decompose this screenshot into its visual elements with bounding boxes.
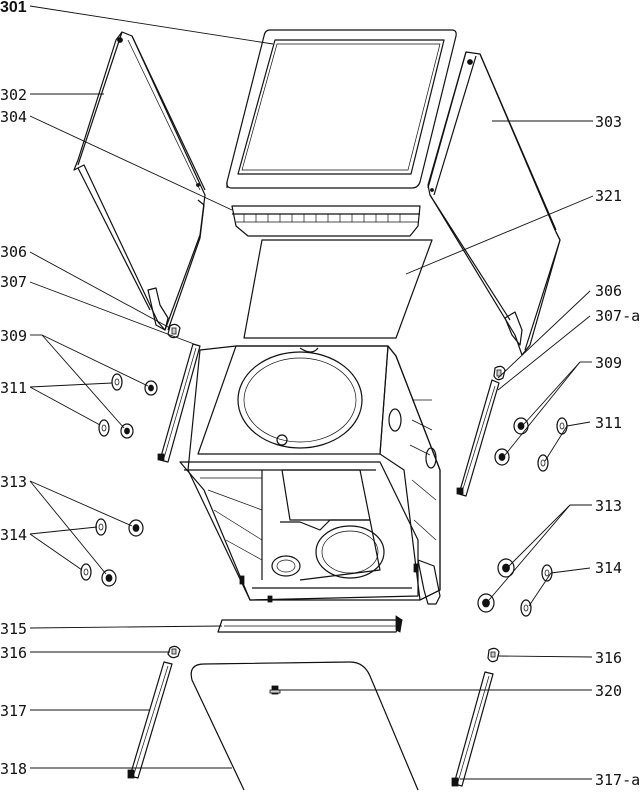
part-311-left	[98, 373, 123, 437]
part-307-strips	[157, 343, 500, 497]
label-313-left: 313	[0, 473, 27, 491]
label-311-right: 311	[595, 414, 622, 432]
label-307: 307	[0, 273, 27, 291]
label-309-right: 309	[595, 354, 622, 372]
label-307-a: 307-a	[595, 307, 640, 325]
part-309-left	[120, 380, 158, 439]
part-315-bar	[217, 615, 403, 633]
label-311-left: 311	[0, 379, 27, 397]
part-303-right-panel	[427, 51, 561, 356]
part-317-strips	[127, 661, 494, 787]
label-321: 321	[595, 187, 622, 205]
part-316-clips	[167, 645, 500, 663]
part-309-right	[494, 417, 529, 466]
main-tub-frame	[179, 345, 441, 605]
label-301: 301	[0, 0, 27, 16]
label-309-left: 309	[0, 327, 27, 345]
part-321-sheet	[243, 239, 433, 339]
label-313-right: 313	[595, 497, 622, 515]
part-301-top-cover	[226, 29, 457, 189]
label-317: 317	[0, 702, 27, 720]
label-303: 303	[595, 113, 622, 131]
leader-lines	[29, 5, 594, 780]
part-306-clips	[167, 323, 506, 381]
part-314-right	[520, 564, 553, 617]
label-314-left: 314	[0, 526, 27, 544]
label-320: 320	[595, 682, 622, 700]
label-302: 302	[0, 86, 27, 104]
label-317-a-bottom: 317-a	[595, 771, 640, 789]
label-304: 304	[0, 108, 27, 126]
label-314-right: 314	[595, 559, 622, 577]
part-302-left-panel	[73, 31, 206, 331]
label-306-right: 306	[595, 282, 622, 300]
part-313-left	[101, 519, 144, 587]
label-316-left: 316	[0, 644, 27, 662]
label-315: 315	[0, 620, 27, 638]
part-311-right	[537, 417, 568, 472]
part-318-gasket	[190, 661, 419, 791]
label-306-left: 306	[0, 243, 27, 261]
part-313-right	[477, 558, 515, 613]
label-318: 318	[0, 760, 27, 778]
part-304-front-rail	[231, 205, 421, 237]
label-316-right: 316	[595, 649, 622, 667]
